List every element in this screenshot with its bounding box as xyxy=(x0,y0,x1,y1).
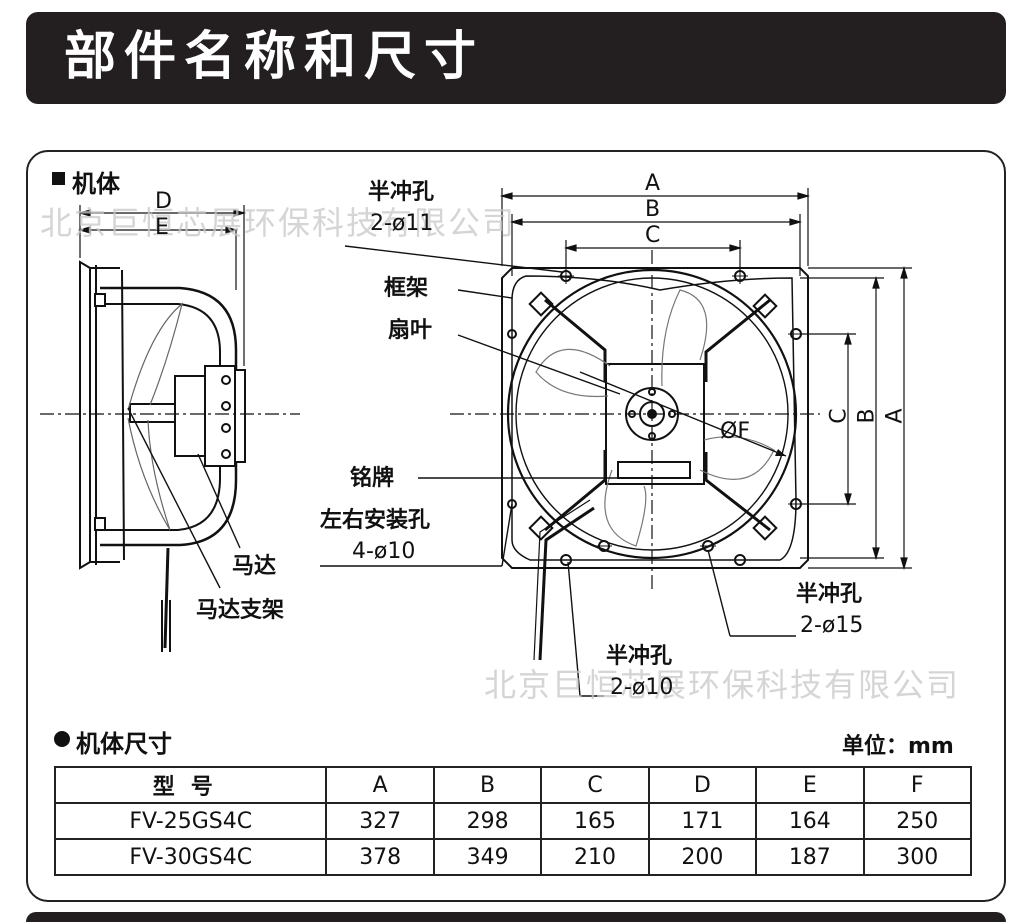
table-cell: 165 xyxy=(540,802,650,840)
dim-label-f: ØF xyxy=(720,419,750,444)
unit-label: 单位：mm xyxy=(842,734,954,759)
dim-label-d: D xyxy=(155,189,172,214)
front-top-dimensions xyxy=(499,188,811,276)
front-right-dimensions xyxy=(800,265,912,571)
dim-label-e: E xyxy=(155,215,169,240)
table-cell: 298 xyxy=(432,802,543,840)
title-bar: 部件名称和尺寸 xyxy=(26,12,1006,104)
label-nameplate: 铭牌 xyxy=(350,466,395,491)
section-dot-icon xyxy=(54,731,70,747)
label-mount-holes-size: 4-ø10 xyxy=(352,539,416,564)
table-cell-model: FV-25GS4C xyxy=(53,802,328,840)
label-frame: 框架 xyxy=(384,276,429,301)
table-cell: 300 xyxy=(862,838,973,876)
table-cell: 349 xyxy=(432,838,543,876)
table-cell: 200 xyxy=(647,838,758,876)
label-half-punch-right-size: 2-ø15 xyxy=(800,613,864,638)
table-cell-model: FV-30GS4C xyxy=(53,838,328,876)
label-motor-bracket: 马达支架 xyxy=(196,598,285,623)
table-cell: 164 xyxy=(755,802,865,840)
label-half-punch-top: 半冲孔 xyxy=(368,180,435,205)
side-leaders xyxy=(127,407,241,589)
page-title: 部件名称和尺寸 xyxy=(64,27,485,87)
table-header-cell: D xyxy=(647,766,758,804)
side-view xyxy=(79,260,246,652)
table-header-cell: E xyxy=(755,766,865,804)
table-cell: 378 xyxy=(325,838,435,876)
table-cell: 187 xyxy=(755,838,865,876)
table-header-cell: 型号 xyxy=(53,766,328,804)
dim-label-b-top: B xyxy=(645,197,661,222)
watermark-top: 北京巨恒芯展环保科技有限公司 xyxy=(40,204,517,242)
section-body-title: 机体 xyxy=(72,170,120,198)
table-header-cell: C xyxy=(540,766,650,804)
section-square-icon xyxy=(52,172,65,185)
dim-label-a-top: A xyxy=(645,171,661,196)
front-view xyxy=(501,267,809,661)
dim-label-b-right: B xyxy=(854,408,880,424)
table-header-cell: A xyxy=(325,766,435,804)
dim-label-c-right: C xyxy=(826,408,852,424)
diameter-line xyxy=(579,371,787,457)
bottom-bar xyxy=(26,912,1006,922)
side-dimension-lines xyxy=(77,205,247,366)
front-centerlines xyxy=(450,250,820,590)
table-cell: 171 xyxy=(647,802,758,840)
dim-label-a-right: A xyxy=(882,408,908,424)
table-cell: 210 xyxy=(540,838,650,876)
table-row: FV-25GS4C 327 298 165 171 164 250 xyxy=(53,802,973,840)
label-half-punch-right: 半冲孔 xyxy=(796,582,863,607)
label-motor: 马达 xyxy=(232,554,277,579)
table-cell: 250 xyxy=(862,802,973,840)
label-blade: 扇叶 xyxy=(388,318,433,343)
watermark-bottom: 北京巨恒芯展环保科技有限公司 xyxy=(484,666,961,704)
label-mount-holes: 左右安装孔 xyxy=(320,508,431,533)
front-leaders xyxy=(320,245,796,697)
label-half-punch-bottom-size: 2-ø10 xyxy=(610,675,674,700)
table-header-cell: B xyxy=(432,766,543,804)
label-half-punch-bottom: 半冲孔 xyxy=(606,644,673,669)
label-half-punch-top-size: 2-ø11 xyxy=(370,211,434,236)
table-row: FV-30GS4C 378 349 210 200 187 300 xyxy=(53,838,973,876)
table-header-cell: F xyxy=(862,766,973,804)
dimensions-table: 型号 A B C D E F FV-25GS4C 327 298 165 171… xyxy=(53,766,973,876)
section-dims-title: 机体尺寸 xyxy=(76,730,172,758)
dim-label-c-top: C xyxy=(645,223,661,248)
table-header-row: 型号 A B C D E F xyxy=(53,766,973,804)
table-cell: 327 xyxy=(325,802,435,840)
